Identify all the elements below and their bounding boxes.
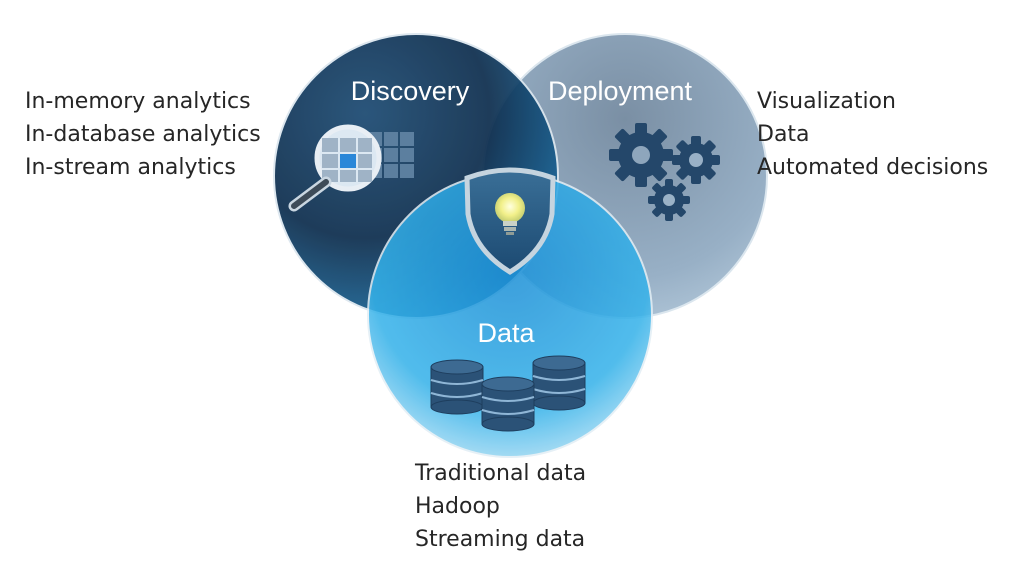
list-item: Traditional data xyxy=(415,461,587,486)
deployment-feature-list: Visualization Data Automated decisions xyxy=(757,85,988,184)
list-item: Streaming data xyxy=(415,527,586,552)
database-icon xyxy=(430,355,586,432)
discovery-label: Discovery xyxy=(351,76,470,106)
data-feature-list: Traditional data Hadoop Streaming data xyxy=(415,457,586,556)
lightbulb-shield-icon xyxy=(464,167,556,275)
data-label: Data xyxy=(477,318,535,348)
list-item: Hadoop xyxy=(415,494,500,519)
deployment-label: Deployment xyxy=(548,76,693,106)
discovery-feature-list: In-memory analytics In-database analytic… xyxy=(25,85,261,184)
gears-icon xyxy=(609,123,720,221)
list-item: Automated decisions xyxy=(757,155,989,180)
magnifier-grid-icon xyxy=(288,124,414,212)
list-item: In-database analytics xyxy=(25,122,261,147)
list-item: Data xyxy=(757,122,810,147)
list-item: In-stream analytics xyxy=(25,155,236,180)
list-item: In-memory analytics xyxy=(25,89,251,114)
list-item: Visualization xyxy=(757,89,896,114)
